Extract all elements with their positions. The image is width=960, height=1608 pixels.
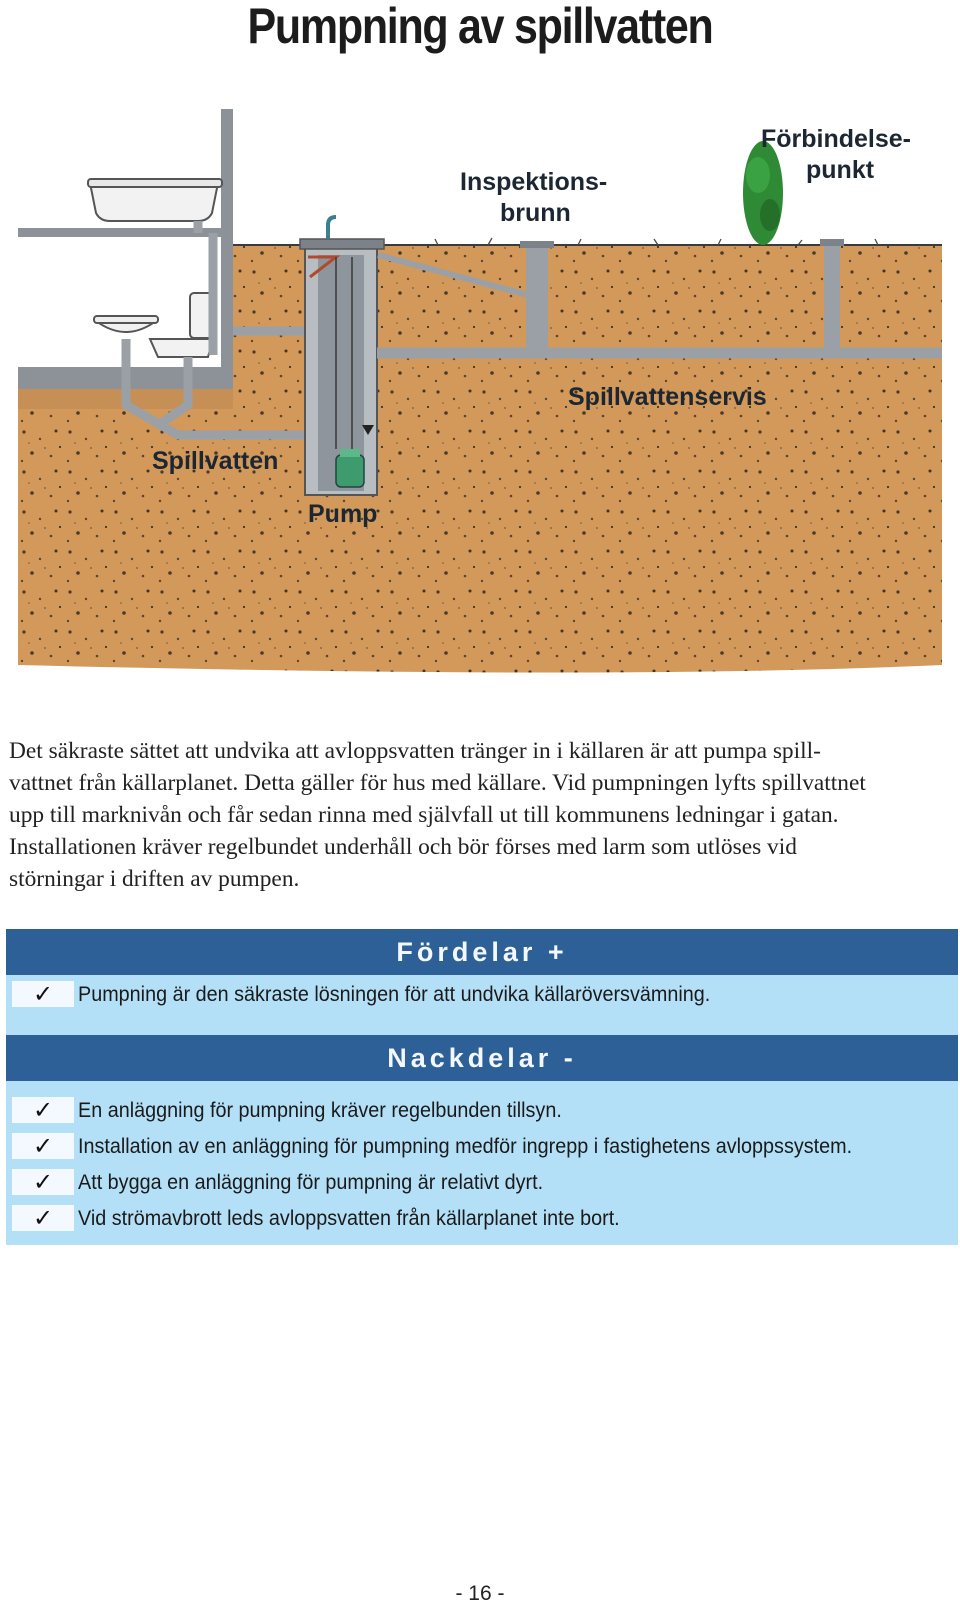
inspection-well — [526, 245, 548, 355]
label-inspection-line2: brunn — [500, 199, 571, 227]
pump-unit — [335, 454, 365, 488]
house-drain-pipes — [121, 221, 318, 440]
cons-item-text: Vid strömavbrott leds avloppsvatten från… — [78, 1206, 620, 1230]
checkmark-icon: ✓ — [12, 1205, 74, 1231]
checkmark-icon: ✓ — [12, 1169, 74, 1195]
page-number: - 16 - — [455, 1582, 505, 1605]
connection-pipe — [824, 243, 840, 355]
label-inspection-line1: Inspektions- — [460, 168, 607, 196]
intro-line: Installationen kräver regelbundet underh… — [9, 834, 797, 860]
page-title: Pumpning av spillvatten — [247, 0, 714, 54]
intro-line: störningar i driften av pumpen. — [9, 866, 300, 892]
label-connection-line2: punkt — [806, 156, 875, 184]
cons-item-text: Installation av en anläggning för pumpni… — [78, 1134, 853, 1158]
checkmark-icon: ✓ — [12, 1133, 74, 1159]
cons-item: ✓ Installation av en anläggning för pump… — [6, 1127, 958, 1163]
cons-item: ✓ En anläggning för pumpning kräver rege… — [6, 1091, 958, 1127]
tree-icon — [743, 141, 783, 245]
label-wastewater: Spillvatten — [152, 447, 278, 475]
label-connection-line1: Förbindelse- — [761, 125, 911, 153]
checkmark-icon: ✓ — [12, 1097, 74, 1123]
checkmark-icon: ✓ — [12, 981, 74, 1007]
bathtub — [88, 182, 220, 222]
label-service: Spillvattenservis — [568, 383, 767, 411]
intro-paragraph: Det säkraste sättet att undvika att avlo… — [9, 735, 949, 895]
pros-cons-panel: Fördelar + ✓ Pumpning är den säkraste lö… — [6, 929, 958, 1245]
cons-item: ✓ Vid strömavbrott leds avloppsvatten fr… — [6, 1199, 958, 1235]
intro-line: vattnet från källarplanet. Detta gäller … — [9, 770, 866, 796]
pros-item: ✓ Pumpning är den säkraste lösningen för… — [6, 975, 958, 1011]
pump-system-illustration: Inspektions- brunn Förbindelse- punkt Sp… — [18, 109, 942, 673]
cons-heading: Nackdelar - — [6, 1035, 958, 1081]
label-pump: Pump — [308, 500, 377, 528]
pros-item-text: Pumpning är den säkraste lösningen för a… — [78, 982, 711, 1006]
cons-item-text: Att bygga en anläggning för pumpning är … — [78, 1170, 544, 1194]
toilet-bowl — [148, 338, 215, 358]
intro-line: upp till marknivån och får sedan rinna m… — [9, 802, 839, 828]
cons-item: ✓ Att bygga en anläggning för pumpning ä… — [6, 1163, 958, 1199]
upper-floor — [18, 228, 223, 237]
intro-line: Det säkraste sättet att undvika att avlo… — [9, 738, 821, 764]
cons-item-text: En anläggning för pumpning kräver regelb… — [78, 1098, 562, 1122]
pros-heading: Fördelar + — [6, 929, 958, 975]
house-wall — [221, 109, 233, 409]
